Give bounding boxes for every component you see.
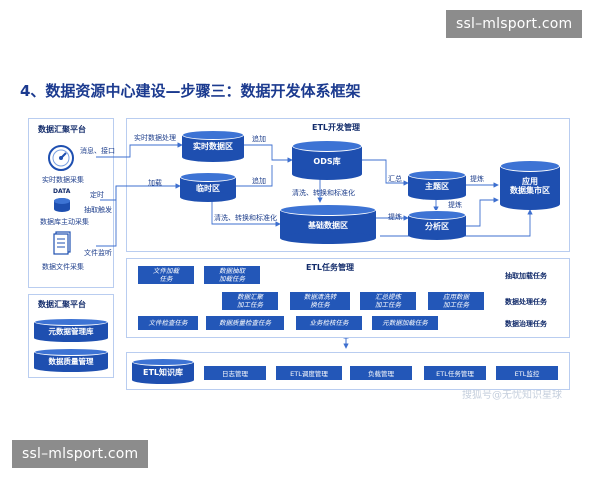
db-quality: 数据质量管理 — [34, 348, 108, 372]
edge-label-refine1: 提炼 — [388, 213, 402, 221]
source-panel — [28, 118, 114, 288]
task-extract-load: 数据抽取 加载任务 — [204, 266, 260, 284]
edge-label-load: 加载 — [148, 179, 162, 187]
db-knowledge: ETL知识库 — [132, 358, 194, 384]
task-app: 应用数据 加工任务 — [428, 292, 484, 310]
edge-label-trigger: 抽取触发 — [84, 206, 112, 214]
edge-label-append2: 追加 — [252, 177, 266, 185]
knowledge-task: ETL任务管理 — [424, 366, 486, 380]
edge-label-refine2: 提炼 — [448, 201, 462, 209]
source-panel-title: 数据汇聚平台 — [38, 125, 86, 134]
data-icon-label: DATA — [53, 188, 71, 195]
page-title: 4、数据资源中心建设—步骤三：数据开发体系框架 — [20, 82, 361, 100]
task-file-check: 文件检查任务 — [138, 316, 198, 330]
gauge-icon — [47, 144, 75, 172]
database-icon — [49, 188, 75, 214]
source-caption: 搜狐号@无忧知识星球 — [462, 390, 562, 401]
db-ods: ODS库 — [292, 140, 362, 180]
etl-dev-title: ETL开发管理 — [312, 123, 361, 132]
row-label-governance: 数据治理任务 — [505, 320, 547, 328]
task-business-check: 业务检核任务 — [296, 316, 362, 330]
task-aggregate: 数据汇聚 加工任务 — [222, 292, 278, 310]
edge-label-realtime: 实时数据处理 — [134, 134, 176, 142]
task-metadata-load: 元数据加载任务 — [372, 316, 438, 330]
metadata-panel-title: 数据汇聚平台 — [38, 300, 86, 309]
knowledge-schedule: ETL调度管理 — [276, 366, 342, 380]
document-icon — [52, 230, 74, 256]
row-label-extract: 抽取加载任务 — [505, 272, 547, 280]
watermark-bottom: ssl–mlsport.com — [12, 440, 149, 468]
knowledge-log: 日志管理 — [204, 366, 266, 380]
etl-task-title: ETL任务管理 — [306, 263, 355, 272]
edge-label-clean2: 清洗、转换和标准化 — [214, 214, 277, 222]
knowledge-monitor: ETL监控 — [496, 366, 558, 380]
source-item-realtime: 实时数据采集 — [42, 176, 84, 184]
edge-label-refine3: 提炼 — [470, 175, 484, 183]
task-summary: 汇总提炼 加工任务 — [360, 292, 416, 310]
task-file-load: 文件加载 任务 — [138, 266, 194, 284]
db-app-mart: 应用 数据集市区 — [500, 160, 560, 210]
db-realtime: 实时数据区 — [182, 130, 244, 162]
edge-label-append1: 追加 — [252, 135, 266, 143]
watermark-top: ssl–mlsport.com — [446, 10, 583, 38]
source-item-file: 数据文件采集 — [42, 263, 84, 271]
edge-label-summary: 汇总 — [388, 175, 402, 183]
db-topic: 主题区 — [408, 170, 466, 200]
db-temp: 临时区 — [180, 172, 236, 202]
task-clean: 数据清洗转 换任务 — [290, 292, 350, 310]
db-base: 基础数据区 — [280, 204, 376, 244]
edge-label-timed: 定时 — [90, 191, 104, 199]
edge-label-clean1: 清洗、转换和标准化 — [292, 189, 355, 197]
knowledge-load: 负载管理 — [350, 366, 412, 380]
row-label-process: 数据处理任务 — [505, 298, 547, 306]
edge-label-message: 消息、接口 — [80, 147, 115, 155]
edge-label-filewatch: 文件监听 — [84, 249, 112, 257]
db-metadata: 元数据管理库 — [34, 318, 108, 342]
task-quality-check: 数据质量检查任务 — [206, 316, 284, 330]
source-item-db: 数据库主动采集 — [40, 218, 89, 226]
db-analysis: 分析区 — [408, 210, 466, 240]
